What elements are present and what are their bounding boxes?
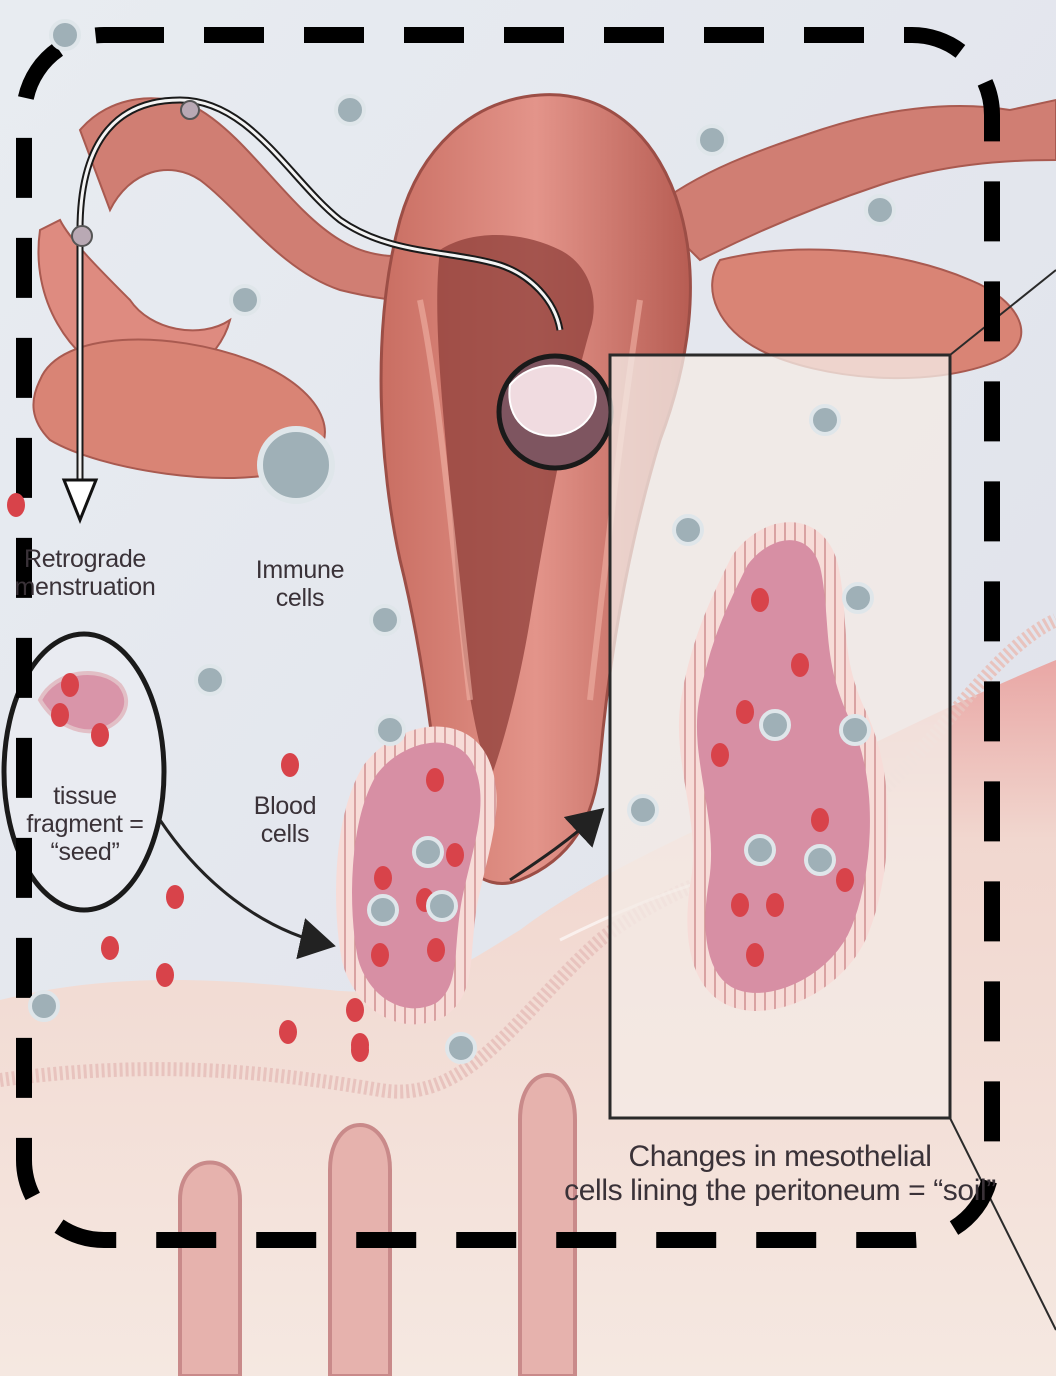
implanted-fragment xyxy=(344,735,489,1017)
blood-cell xyxy=(736,700,754,724)
blood-cell xyxy=(746,943,764,967)
immune-cell xyxy=(231,286,259,314)
tube-fragment-2 xyxy=(72,226,92,246)
immune-cell xyxy=(806,846,834,874)
blood-cell xyxy=(281,753,299,777)
immune-cell xyxy=(414,838,442,866)
immune-cell xyxy=(866,196,894,224)
immune-cell xyxy=(336,96,364,124)
immune-cell xyxy=(698,126,726,154)
blood-cell xyxy=(7,493,25,517)
immune-cell xyxy=(746,836,774,864)
blood-cell xyxy=(91,723,109,747)
label-blood-cells: Blood cells xyxy=(240,792,330,848)
blood-cell xyxy=(766,893,784,917)
blood-cell xyxy=(791,653,809,677)
blood-cell xyxy=(836,868,854,892)
label-tissue-fragment-seed: tissue fragment = “seed” xyxy=(20,782,150,866)
blood-cell xyxy=(711,743,729,767)
immune-cell xyxy=(369,896,397,924)
blood-cell xyxy=(279,1020,297,1044)
immune-cell xyxy=(844,584,872,612)
immune-cell xyxy=(260,429,332,501)
immune-cell xyxy=(428,892,456,920)
immune-cell xyxy=(376,716,404,744)
immune-cell xyxy=(447,1034,475,1062)
label-retrograde-menstruation: Retrograde menstruation xyxy=(10,545,160,601)
immune-cell xyxy=(674,516,702,544)
immune-cell xyxy=(30,992,58,1020)
blood-cell xyxy=(351,1038,369,1062)
immune-cell xyxy=(841,716,869,744)
immune-cell xyxy=(761,711,789,739)
blood-cell xyxy=(446,843,464,867)
immune-cell xyxy=(196,666,224,694)
label-mesothelial-soil: Changes in mesothelial cells lining the … xyxy=(560,1140,1000,1207)
blood-cell xyxy=(371,943,389,967)
blood-cell xyxy=(61,673,79,697)
blood-cell xyxy=(346,998,364,1022)
tube-fragment-1 xyxy=(181,101,199,119)
blood-cell xyxy=(156,963,174,987)
immune-cell xyxy=(629,796,657,824)
blood-cell xyxy=(751,588,769,612)
blood-cell xyxy=(427,938,445,962)
label-immune-cells: Immune cells xyxy=(245,556,355,612)
blood-cell xyxy=(101,936,119,960)
blood-cell xyxy=(374,866,392,890)
immune-cell xyxy=(51,21,79,49)
blood-cell xyxy=(731,893,749,917)
immune-cell xyxy=(811,406,839,434)
immune-cell xyxy=(371,606,399,634)
blood-cell xyxy=(51,703,69,727)
blood-cell xyxy=(166,885,184,909)
blood-cell xyxy=(811,808,829,832)
blood-cell xyxy=(426,768,444,792)
